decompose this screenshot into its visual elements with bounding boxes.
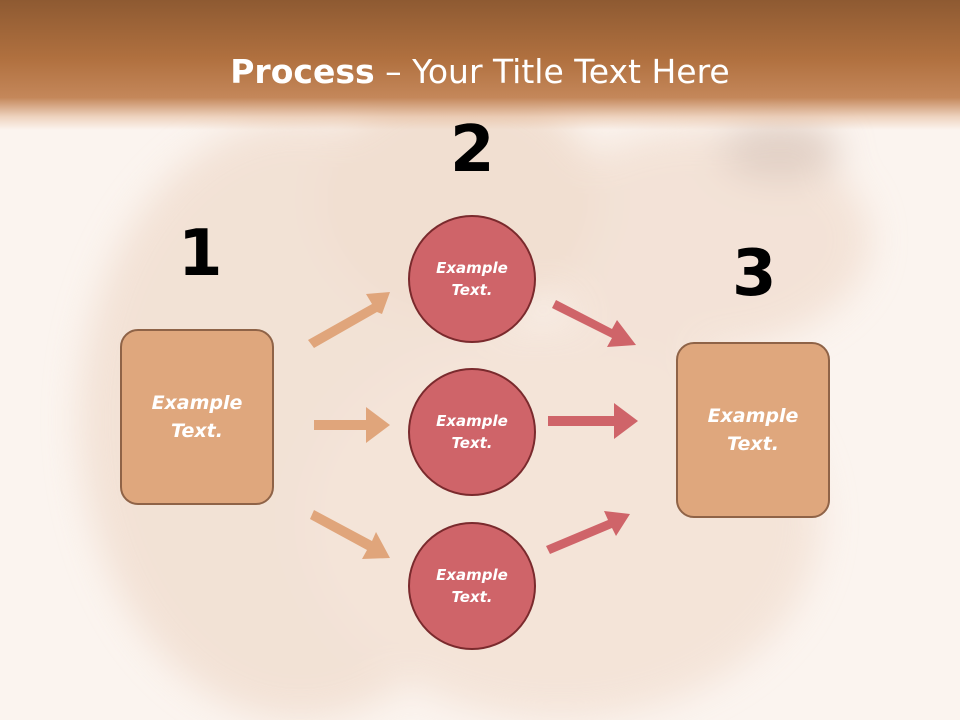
arrow-top-to-right — [552, 300, 636, 347]
step-number-1: 1 — [178, 217, 223, 291]
step-number-3: 3 — [732, 237, 777, 311]
step-number-2: 2 — [450, 113, 495, 187]
arrow-bottom-to-right — [546, 511, 630, 554]
slide-title: Process – Your Title Text Here — [230, 52, 730, 91]
arrow-middle-to-right — [548, 403, 638, 439]
arrow-left-to-bottom — [310, 510, 390, 559]
arrow-left-to-middle — [314, 407, 390, 443]
arrow-left-to-top — [308, 292, 390, 348]
title-bar — [0, 0, 960, 130]
